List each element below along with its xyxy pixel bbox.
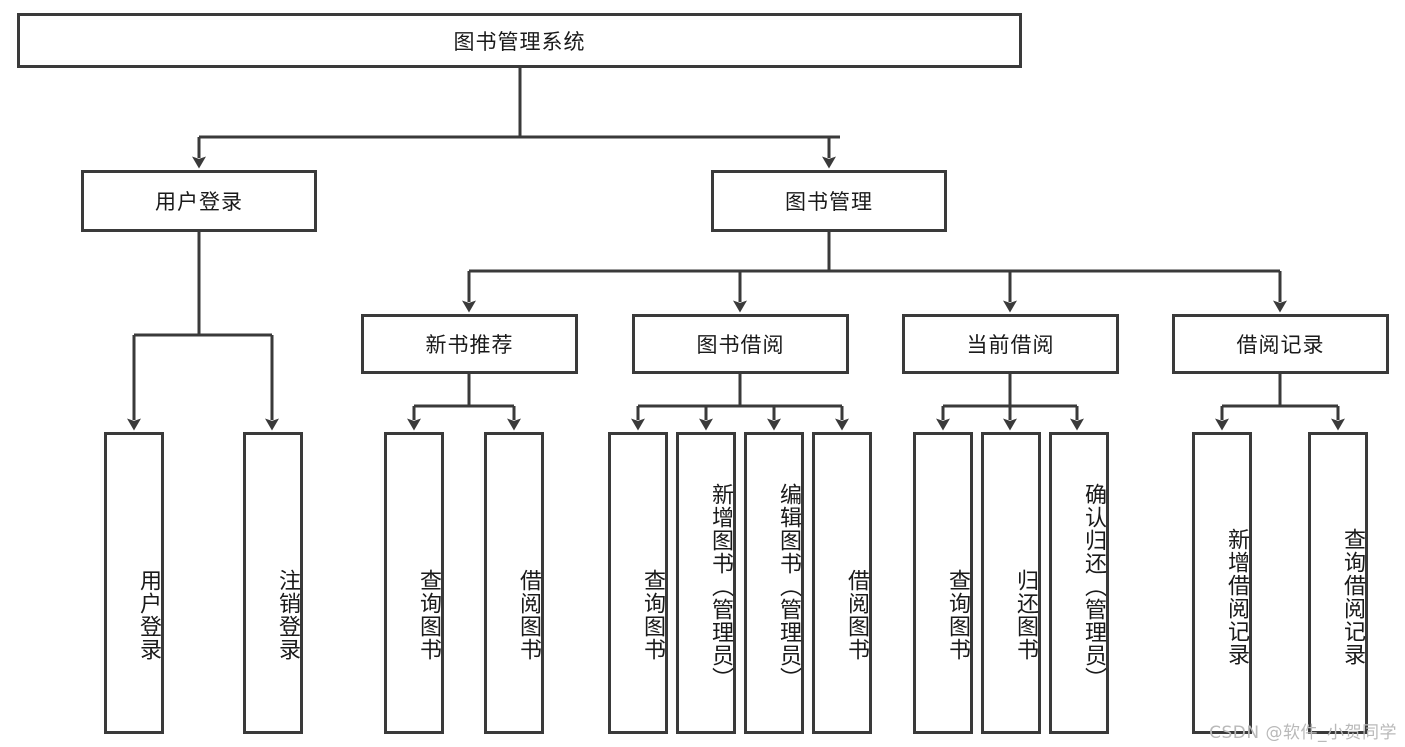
node-borrow-record[interactable]: 借阅记录 — [1172, 314, 1389, 374]
leaf-br-add[interactable]: 新增借阅记录 — [1192, 432, 1252, 734]
node-book-borrow[interactable]: 图书借阅 — [632, 314, 849, 374]
node-new-book-rec-label: 新书推荐 — [425, 333, 514, 357]
node-root[interactable]: 图书管理系统 — [17, 13, 1022, 68]
leaf-cb-confirm[interactable]: 确认归还（管理员） — [1049, 432, 1109, 734]
leaf-user-logout-label: 注销登录 — [275, 569, 300, 661]
leaf-br-add-label: 新增借阅记录 — [1224, 528, 1249, 666]
node-new-book-rec[interactable]: 新书推荐 — [361, 314, 578, 374]
leaf-cb-return-label: 归还图书 — [1013, 569, 1038, 661]
node-book-borrow-label: 图书借阅 — [696, 333, 785, 357]
leaf-user-login[interactable]: 用户登录 — [104, 432, 164, 734]
leaf-bb-query-label: 查询图书 — [640, 569, 665, 661]
leaf-cb-confirm-label: 确认归还（管理员） — [1081, 482, 1106, 690]
leaf-bb-edit-label: 编辑图书（管理员） — [776, 482, 801, 690]
leaf-user-login-label: 用户登录 — [136, 569, 161, 661]
leaf-rec-query[interactable]: 查询图书 — [384, 432, 444, 734]
node-root-label: 图书管理系统 — [453, 29, 586, 54]
leaf-rec-query-label: 查询图书 — [416, 569, 441, 661]
node-user-login[interactable]: 用户登录 — [81, 170, 317, 232]
leaf-rec-borrow[interactable]: 借阅图书 — [484, 432, 544, 734]
node-book-manage[interactable]: 图书管理 — [711, 170, 947, 232]
leaf-user-logout[interactable]: 注销登录 — [243, 432, 303, 734]
leaf-bb-borrow-label: 借阅图书 — [844, 569, 869, 661]
watermark: CSDN @软件_小贺同学 — [1209, 723, 1397, 743]
node-current-borrow-label: 当前借阅 — [966, 333, 1055, 357]
node-current-borrow[interactable]: 当前借阅 — [902, 314, 1119, 374]
leaf-cb-return[interactable]: 归还图书 — [981, 432, 1041, 734]
leaf-bb-add-label: 新增图书（管理员） — [708, 482, 733, 690]
leaf-bb-query[interactable]: 查询图书 — [608, 432, 668, 734]
leaf-cb-query-label: 查询图书 — [945, 569, 970, 661]
leaf-br-query[interactable]: 查询借阅记录 — [1308, 432, 1368, 734]
node-user-login-label: 用户登录 — [155, 190, 243, 214]
leaf-br-query-label: 查询借阅记录 — [1340, 528, 1365, 666]
leaf-bb-borrow[interactable]: 借阅图书 — [812, 432, 872, 734]
leaf-bb-add[interactable]: 新增图书（管理员） — [676, 432, 736, 734]
node-borrow-record-label: 借阅记录 — [1236, 333, 1325, 357]
leaf-cb-query[interactable]: 查询图书 — [913, 432, 973, 734]
leaf-rec-borrow-label: 借阅图书 — [516, 569, 541, 661]
node-book-manage-label: 图书管理 — [785, 190, 873, 214]
leaf-bb-edit[interactable]: 编辑图书（管理员） — [744, 432, 804, 734]
